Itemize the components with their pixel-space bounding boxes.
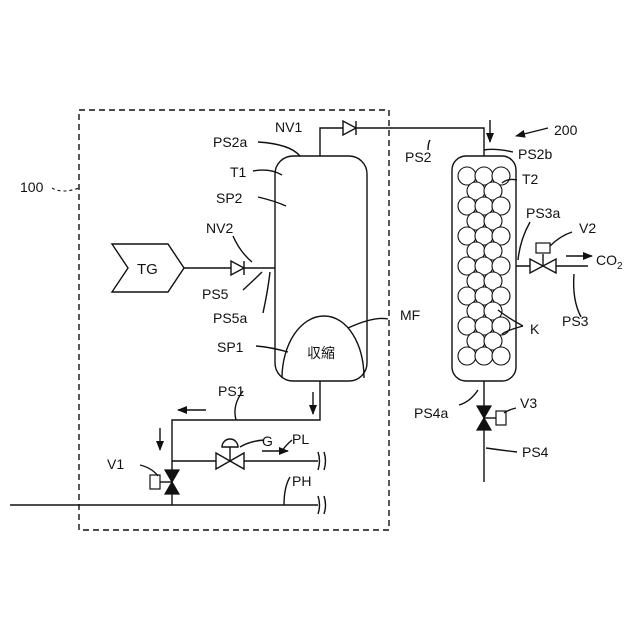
pipe-break-pl: [318, 452, 326, 470]
label-sp2: SP2: [216, 190, 243, 206]
label-ps3a: PS3a: [526, 205, 560, 221]
label-g: G: [262, 433, 273, 449]
label-nv2: NV2: [206, 220, 233, 236]
label-t1: T1: [230, 164, 247, 180]
leader-100: [52, 188, 79, 191]
leader-lines: [140, 140, 581, 505]
label-shrink: 収縮: [307, 345, 335, 361]
pipe-break-ph: [318, 496, 326, 514]
label-tg: TG: [137, 261, 158, 278]
valve-v1: [150, 470, 179, 494]
label-sp1: SP1: [217, 339, 244, 355]
label-ps4: PS4: [522, 444, 549, 460]
label-ps2a: PS2a: [213, 134, 247, 150]
valve-g: [216, 439, 244, 469]
particle: [492, 347, 510, 365]
label-ps3: PS3: [562, 313, 589, 329]
check-valve-nv1: [343, 121, 356, 135]
particle: [475, 347, 493, 365]
label-t2: T2: [522, 171, 539, 187]
label-ps4a: PS4a: [414, 405, 448, 421]
label-co2: CO2: [596, 252, 623, 272]
label-ps5: PS5: [202, 286, 229, 302]
label-ps1: PS1: [218, 383, 245, 399]
adsorbent-particles-k: [458, 167, 510, 365]
label-ps5a: PS5a: [213, 310, 247, 326]
label-k: K: [530, 321, 540, 337]
valve-v2: [530, 243, 556, 273]
label-v3: V3: [520, 395, 537, 411]
label-pl: PL: [292, 431, 309, 447]
label-200: 200: [554, 122, 578, 138]
label-ps2b: PS2b: [518, 146, 552, 162]
leader-200-arrow: [516, 128, 548, 136]
particle: [458, 347, 476, 365]
label-mf: MF: [400, 307, 420, 323]
check-valve-nv2: [231, 261, 244, 275]
label-nv1: NV1: [275, 119, 302, 135]
valve-v3: [477, 406, 506, 430]
label-ps2: PS2: [405, 149, 432, 165]
label-ph: PH: [292, 473, 311, 489]
label-100: 100: [20, 179, 44, 195]
label-v1: V1: [107, 456, 124, 472]
label-v2: V2: [579, 220, 596, 236]
